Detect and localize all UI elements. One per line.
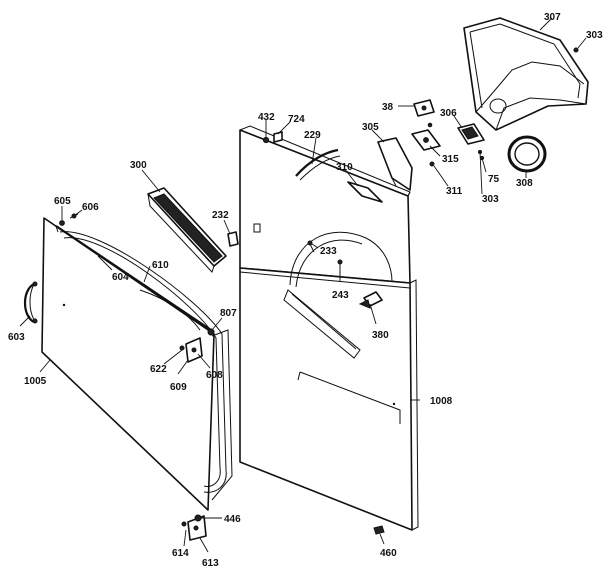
callout-605: 605 [54,196,71,207]
callout-243: 243 [332,290,349,301]
callout-229: 229 [304,130,321,141]
callout-233: 233 [320,246,337,257]
duct-229 [295,148,341,181]
callout-380: 380 [372,330,389,341]
bulkhead-307 [463,17,589,131]
seal-ring-308 [507,135,547,173]
callout-1008: 1008 [430,396,453,407]
bracket-305 [377,137,413,191]
lint-filter-300 [147,187,227,273]
front-panel-1008 [239,125,419,531]
callout-622: 622 [150,364,167,375]
callout-432: 432 [258,112,275,123]
hinge-608 [179,328,215,363]
callout-310: 310 [336,162,353,173]
callout-613: 613 [202,558,219,569]
callout-303-bottom: 303 [482,194,499,205]
screw-460 [373,525,385,535]
leader-lines [19,17,587,553]
callout-608: 608 [206,370,223,381]
part-38 [413,99,435,117]
callout-311: 311 [446,186,463,197]
part-306 [457,123,485,161]
screw-311 [429,161,435,167]
callout-232: 232 [212,210,229,221]
callout-labels: 307 303 38 306 305 315 75 308 311 303 31… [8,12,603,569]
parts-233-243-380 [307,240,383,309]
callout-610: 610 [152,260,169,271]
callout-303-top: 303 [586,30,603,41]
part-315 [411,122,441,151]
handle-603 [23,281,38,324]
callout-300: 300 [130,160,147,171]
screw-303 [573,47,579,53]
callout-724: 724 [288,114,305,125]
callout-1005: 1005 [24,376,47,387]
part-232 [227,231,239,247]
callout-38: 38 [382,102,394,113]
callout-315: 315 [442,154,459,165]
callout-604: 604 [112,272,129,283]
callout-75: 75 [488,174,500,185]
callout-307: 307 [544,12,561,23]
callout-305: 305 [362,122,379,133]
callout-606: 606 [82,202,99,213]
callout-446: 446 [224,514,241,525]
callout-614: 614 [172,548,189,559]
callout-308: 308 [516,178,533,189]
hinge-613 [181,514,207,541]
callout-603: 603 [8,332,25,343]
door-panel-1005 [41,217,233,511]
clip-310 [347,181,383,203]
callout-609: 609 [170,382,187,393]
callout-460: 460 [380,548,397,559]
callout-306: 306 [440,108,457,119]
callout-807: 807 [220,308,237,319]
